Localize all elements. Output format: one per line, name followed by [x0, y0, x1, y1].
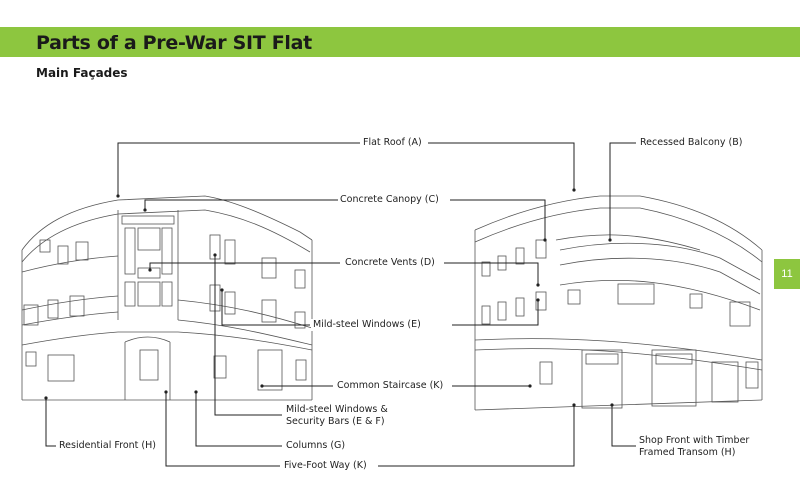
leader-lines — [45, 142, 636, 467]
label-security-bars-line2: Security Bars (E & F) — [284, 416, 387, 428]
label-concrete-vents: Concrete Vents (D) — [343, 257, 437, 269]
label-common-staircase: Common Staircase (K) — [335, 380, 446, 392]
label-flat-roof: Flat Roof (A) — [361, 137, 424, 149]
corner-text: ᴵᴺ ᴺᴱᴬᴿᴮᴵᴸᴵᴵᴱ — [753, 22, 788, 31]
label-recessed-balcony: Recessed Balcony (B) — [638, 137, 745, 149]
title-bar — [0, 27, 800, 57]
label-shop-front-line1: Shop Front with Timber — [637, 435, 752, 447]
right-building-drawing — [474, 195, 763, 411]
page-number-tab: 11 — [774, 259, 800, 289]
label-residential-front: Residential Front (H) — [57, 440, 158, 452]
page-title: Parts of a Pre-War SIT Flat — [36, 32, 312, 54]
label-columns: Columns (G) — [284, 440, 348, 452]
left-building-drawing — [21, 195, 313, 401]
label-concrete-canopy: Concrete Canopy (C) — [338, 194, 441, 206]
page-subtitle: Main Façades — [36, 66, 128, 80]
label-mild-steel-windows: Mild-steel Windows (E) — [311, 319, 423, 331]
label-security-bars-line1: Mild-steel Windows & — [284, 404, 390, 416]
label-five-foot-way: Five-Foot Way (K) — [282, 460, 369, 472]
leader-dots — [44, 188, 614, 407]
label-shop-front-line2: Framed Transom (H) — [637, 447, 738, 459]
